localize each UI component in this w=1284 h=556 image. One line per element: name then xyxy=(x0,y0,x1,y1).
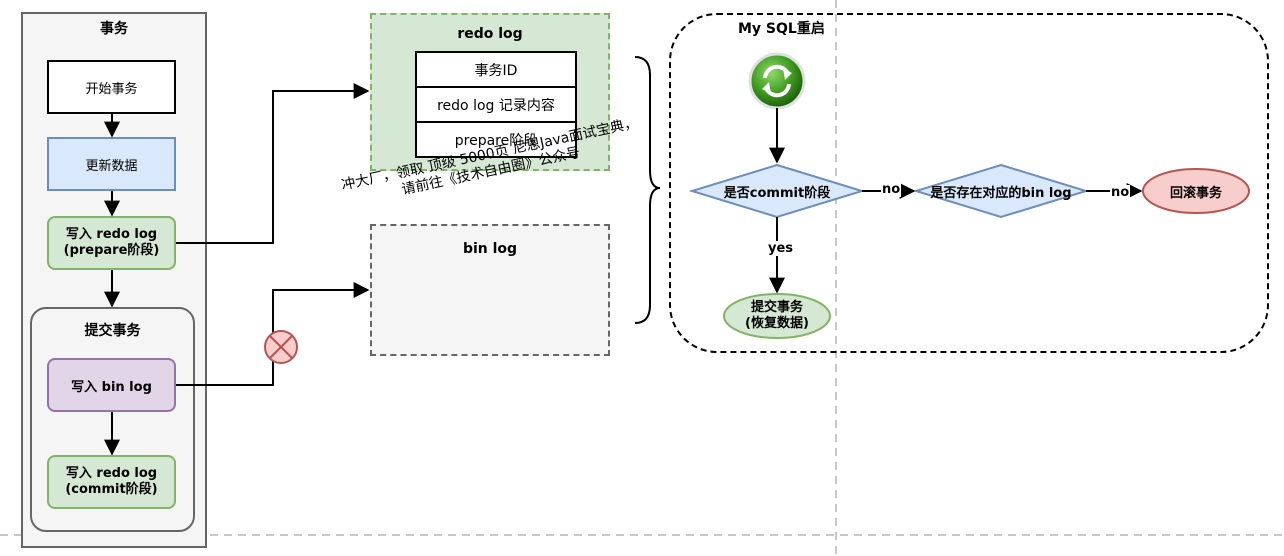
bin-log-container[interactable] xyxy=(370,224,610,356)
failure-x-icon xyxy=(264,330,298,364)
decision-commit-label: 是否commit阶段 xyxy=(723,185,831,201)
write-redo-commit-line1: 写入 redo log xyxy=(65,466,158,481)
write-redo-prepare-line2: (prepare阶段) xyxy=(63,243,160,258)
edge-label-yes: yes xyxy=(767,241,795,256)
write-binlog-node[interactable]: 写入 bin log xyxy=(47,358,176,412)
edge-label-no-2: no xyxy=(1110,185,1131,200)
write-redo-prepare-line1: 写入 redo log xyxy=(65,227,158,242)
redo-log-title: redo log xyxy=(457,26,523,42)
write-redo-commit-line2: (commit阶段) xyxy=(65,482,158,497)
rollback-label: 回滚事务 xyxy=(1169,185,1222,201)
bin-log-title: bin log xyxy=(462,241,518,257)
edge-label-no-1: no xyxy=(881,182,902,197)
commit-group-title: 提交事务 xyxy=(84,323,141,339)
redo-log-row-content: redo log 记录内容 xyxy=(415,86,577,123)
redo-log-row-prepare: prepare阶段 xyxy=(415,121,577,158)
commit-label: 提交事务 (恢复数据) xyxy=(724,298,830,334)
commit-label-line1: 提交事务 xyxy=(750,300,803,315)
restart-start-icon xyxy=(748,52,806,110)
start-transaction-node[interactable]: 开始事务 xyxy=(47,60,176,114)
rollback-shape xyxy=(1142,168,1250,214)
restart-region[interactable] xyxy=(669,13,1269,353)
transaction-lane-title: 事务 xyxy=(100,21,128,37)
commit-label-line2: (恢复数据) xyxy=(745,316,809,331)
write-redo-prepare-node[interactable]: 写入 redo log (prepare阶段) xyxy=(47,216,176,270)
edge-prepare-to-redolog xyxy=(176,83,370,244)
write-redo-commit-node[interactable]: 写入 redo log (commit阶段) xyxy=(47,455,176,509)
decision-binlog-shape xyxy=(912,163,1090,219)
decision-binlog-label: 是否存在对应的bin log xyxy=(930,185,1072,201)
restart-title: My SQL重启 xyxy=(738,21,825,37)
curly-brace xyxy=(634,56,661,324)
commit-shape xyxy=(723,293,831,339)
update-data-node[interactable]: 更新数据 xyxy=(47,137,176,191)
